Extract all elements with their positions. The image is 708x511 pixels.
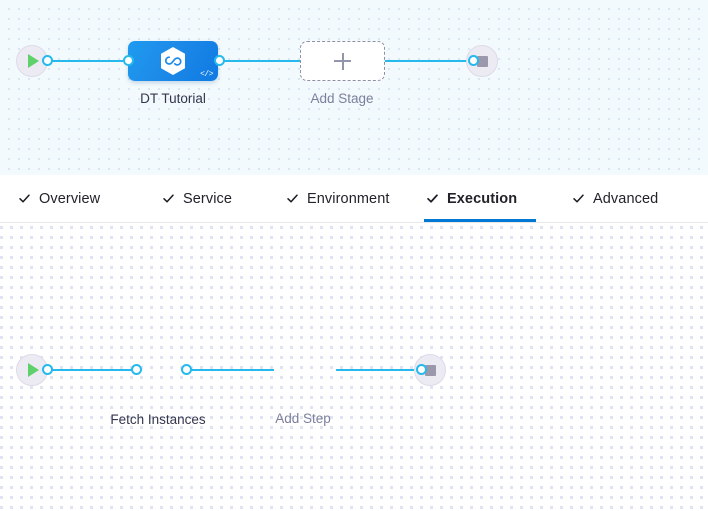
stage-node-output-port[interactable] bbox=[214, 55, 225, 66]
edge-step-to-add bbox=[186, 369, 274, 371]
stage-code-badge: </> bbox=[200, 70, 213, 79]
stage-end-input-port[interactable] bbox=[468, 55, 479, 66]
stop-square-icon bbox=[424, 364, 436, 376]
step-start-output-port[interactable] bbox=[42, 364, 53, 375]
edge-add-to-end bbox=[385, 60, 472, 62]
stage-node-input-port[interactable] bbox=[123, 55, 134, 66]
step-node-output-port[interactable] bbox=[181, 364, 192, 375]
tab-environment[interactable]: Environment bbox=[284, 175, 392, 222]
tab-execution[interactable]: Execution bbox=[424, 175, 536, 222]
check-icon bbox=[573, 194, 584, 203]
check-icon bbox=[19, 194, 30, 203]
add-stage-button[interactable] bbox=[300, 41, 385, 81]
tab-advanced-label: Advanced bbox=[593, 190, 659, 207]
step-node-input-port[interactable] bbox=[131, 364, 142, 375]
execution-step-canvas[interactable]: </> Fetch Instances Add Step bbox=[0, 223, 708, 511]
tab-execution-label: Execution bbox=[447, 190, 518, 207]
step-node-label: Fetch Instances bbox=[110, 412, 206, 427]
play-icon bbox=[28, 363, 39, 377]
check-icon bbox=[287, 194, 298, 203]
tab-service-label: Service bbox=[183, 190, 233, 207]
stage-node-dt-tutorial[interactable]: </> bbox=[128, 41, 218, 81]
edge-add-to-end bbox=[336, 369, 420, 371]
pipeline-stage-canvas[interactable]: </> DT Tutorial Add Stage bbox=[0, 0, 708, 175]
edge-stage-to-add bbox=[219, 60, 301, 62]
stage-config-tabs: Overview Service Environment Execution A… bbox=[0, 175, 708, 223]
play-icon bbox=[28, 54, 39, 68]
stage-start-output-port[interactable] bbox=[42, 55, 53, 66]
stage-node-label: DT Tutorial bbox=[140, 91, 206, 106]
tab-overview-label: Overview bbox=[39, 190, 101, 207]
edge-start-to-step bbox=[46, 369, 136, 371]
check-icon bbox=[427, 194, 438, 203]
tab-overview[interactable]: Overview bbox=[16, 175, 102, 222]
step-end-input-port[interactable] bbox=[416, 364, 427, 375]
add-step-label: Add Step bbox=[275, 411, 331, 426]
add-stage-label: Add Stage bbox=[310, 91, 374, 106]
tab-advanced[interactable]: Advanced bbox=[570, 175, 660, 222]
stop-square-icon bbox=[476, 55, 488, 67]
tab-environment-label: Environment bbox=[307, 190, 390, 207]
plus-icon bbox=[334, 52, 351, 70]
tab-service[interactable]: Service bbox=[160, 175, 234, 222]
edge-start-to-stage bbox=[46, 60, 130, 62]
harness-infinity-hexagon-icon bbox=[161, 47, 185, 75]
check-icon bbox=[163, 194, 174, 203]
